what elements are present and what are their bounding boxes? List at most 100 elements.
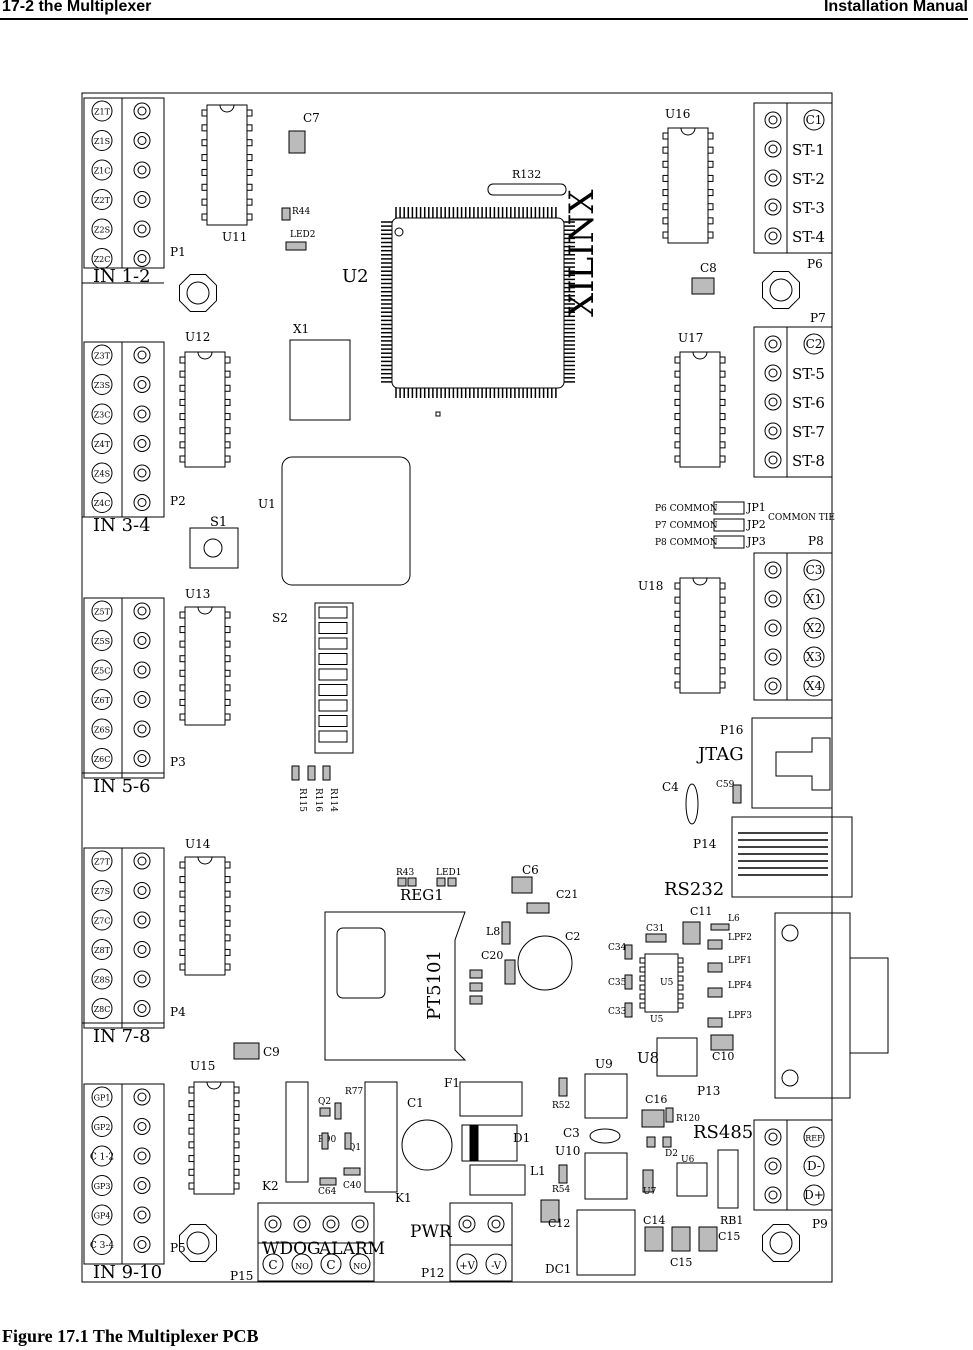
ic-pin <box>246 154 253 162</box>
screw-head <box>137 695 147 704</box>
pin-marker <box>803 646 825 668</box>
ic-pin <box>224 963 231 971</box>
ic-pin <box>707 174 714 182</box>
screw-head <box>768 144 778 154</box>
screw-head <box>137 195 147 204</box>
pin-label-z4t: Z4T <box>94 440 111 449</box>
mount-hole-inner <box>769 278 793 302</box>
ic-pin <box>662 189 669 197</box>
screw-head <box>137 636 147 645</box>
screw-terminal <box>133 161 151 179</box>
mount-hole <box>762 271 800 309</box>
pin-label-z1t: Z1T <box>94 108 111 117</box>
screw-head <box>768 231 778 241</box>
screw-head <box>768 623 778 633</box>
screw-head <box>137 754 147 763</box>
ic-pin <box>179 611 186 619</box>
resistor <box>291 765 300 781</box>
pin-marker <box>91 850 113 872</box>
ic-u18 <box>679 577 721 694</box>
ic-pin <box>188 1127 195 1135</box>
ic-u10 <box>584 1152 628 1200</box>
part-label: U7 <box>643 1187 657 1197</box>
ic-pin <box>188 1155 195 1163</box>
part-label: Q2 <box>318 1097 331 1107</box>
diode-band <box>469 1124 479 1162</box>
pin-marker <box>91 1086 113 1108</box>
ic-pin <box>179 919 186 927</box>
pin-label-no: NO <box>295 1262 309 1271</box>
ic-pin <box>224 370 231 378</box>
screw-terminal <box>764 111 782 129</box>
part-label: L8 <box>486 925 500 938</box>
pin-marker <box>803 333 825 355</box>
filter <box>707 1017 723 1028</box>
ic-u13 <box>184 606 226 726</box>
dip-switch-cell <box>318 637 348 650</box>
pin-marker <box>91 248 113 269</box>
ic-pin <box>246 213 253 221</box>
ic-notch <box>219 104 235 113</box>
header-manual-title: Installation Manual <box>823 0 968 15</box>
screw-terminal <box>322 1215 340 1233</box>
screw-head <box>768 115 778 125</box>
pin-marker <box>291 1253 313 1275</box>
ic-pin <box>179 890 186 898</box>
pin-marker <box>803 559 825 581</box>
ic-pin <box>224 948 231 956</box>
part-label: C11 <box>690 905 712 918</box>
screw-head <box>137 974 147 984</box>
ic-pin <box>719 356 726 364</box>
ic-pin <box>179 626 186 634</box>
ic-pin <box>719 681 726 689</box>
pin-label-st-4: ST-4 <box>792 228 825 246</box>
ic-pin <box>639 957 646 964</box>
fpga-ref: U2 <box>342 266 369 287</box>
ic-ref-u9: U9 <box>595 1057 613 1071</box>
c20-pad <box>469 982 483 992</box>
terminal-group-wdog: WDOG <box>262 1239 321 1259</box>
ic-pin <box>233 1155 240 1163</box>
part-label: R52 <box>552 1101 570 1111</box>
part-label: LED2 <box>290 230 316 240</box>
ic-pin <box>674 370 681 378</box>
capacitor-c6 <box>511 876 533 894</box>
ic-ref-u10: U10 <box>555 1144 580 1158</box>
pin-label-z8t: Z8T <box>94 946 111 955</box>
dip-switch-cell <box>318 668 348 681</box>
part-label: LPF1 <box>728 956 752 966</box>
ic-pin <box>719 455 726 463</box>
pin-label-z8s: Z8S <box>94 976 110 985</box>
ic-pin <box>674 596 681 604</box>
ic-pin <box>674 441 681 449</box>
pin-label-c1-2: C 1-2 <box>90 1153 114 1163</box>
terminal-block-p1 <box>83 97 165 269</box>
part-label: LPF3 <box>728 1011 752 1021</box>
ic-pin <box>707 160 714 168</box>
fuse-f1 <box>459 1081 523 1117</box>
pin-label-st-1: ST-1 <box>792 141 825 159</box>
ic-pin <box>233 1168 240 1176</box>
ic-pin <box>224 919 231 927</box>
ic-pin <box>719 427 726 435</box>
led1 <box>436 877 446 887</box>
k-pad <box>646 1136 656 1148</box>
pin-marker <box>91 1175 113 1196</box>
ic-pin <box>188 1182 195 1190</box>
pin-label-z2t: Z2T <box>94 196 111 205</box>
ic-pin <box>719 653 726 661</box>
screw-head <box>768 652 778 662</box>
screw-head <box>768 681 778 691</box>
screw-head <box>768 426 778 436</box>
pin-marker <box>91 344 113 366</box>
part-label: F1 <box>444 1076 460 1090</box>
pin-label-no: NO <box>353 1262 367 1271</box>
terminal-block-p12 <box>449 1202 513 1282</box>
pin-label-c3: C3 <box>806 563 823 577</box>
part-label: C8 <box>700 261 717 275</box>
ic-pin <box>677 975 684 982</box>
ic-pin <box>201 109 208 117</box>
pin-marker <box>91 374 113 395</box>
ic-pin <box>224 861 231 869</box>
pin-marker <box>91 630 113 651</box>
